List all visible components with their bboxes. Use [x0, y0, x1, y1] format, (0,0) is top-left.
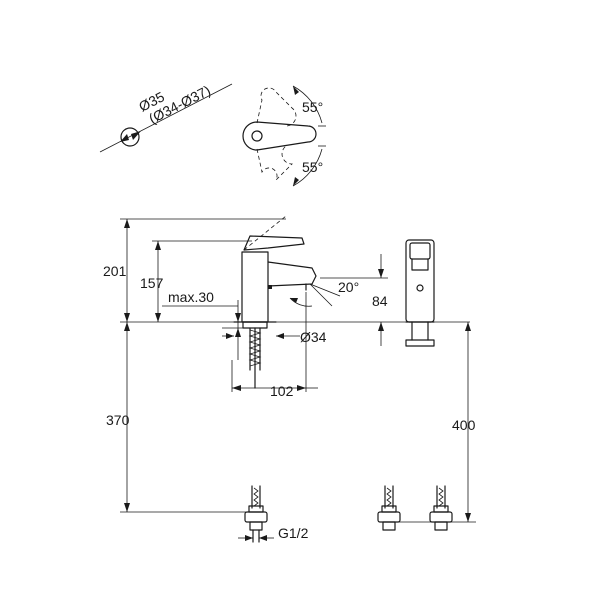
height-dimensions: 201 157 370: [103, 218, 470, 513]
spout-angle-label: 20°: [338, 279, 359, 295]
outlet-height-label: 84: [372, 293, 388, 309]
base-diameter-dimension: Ø34: [222, 329, 327, 345]
cutout-diameter-callout: Ø35 (Ø34-Ø37): [99, 82, 233, 153]
height-spout-label: 157: [140, 275, 164, 291]
hose-length-left-label: 370: [106, 412, 130, 428]
hose-connector-right: [429, 485, 453, 531]
spout-reach-label: 102: [270, 383, 294, 399]
hose-connector-left: [244, 485, 268, 543]
angle-upper-label: 55°: [302, 99, 323, 115]
hose-length-right-dimension: 400: [380, 322, 476, 523]
max-thickness-dimension: max.30: [162, 289, 250, 360]
angle-lower-label: 55°: [302, 159, 323, 175]
height-total-label: 201: [103, 263, 127, 279]
lever-rotation-top-view: 55° 55°: [242, 85, 326, 187]
g-half-thread-dimension: G1/2: [238, 525, 309, 541]
base-diameter-label: Ø34: [300, 329, 327, 345]
thread-label: G1/2: [278, 525, 309, 541]
spout-reach-dimension: 102: [231, 292, 318, 399]
spout-angle-dimension: 20° 84: [289, 254, 388, 346]
max-thickness-label: max.30: [168, 289, 214, 305]
tap-shank: [242, 321, 268, 389]
hose-length-right-label: 400: [452, 417, 476, 433]
faucet-front-view: [405, 239, 435, 347]
hose-connector-middle: [377, 485, 401, 531]
